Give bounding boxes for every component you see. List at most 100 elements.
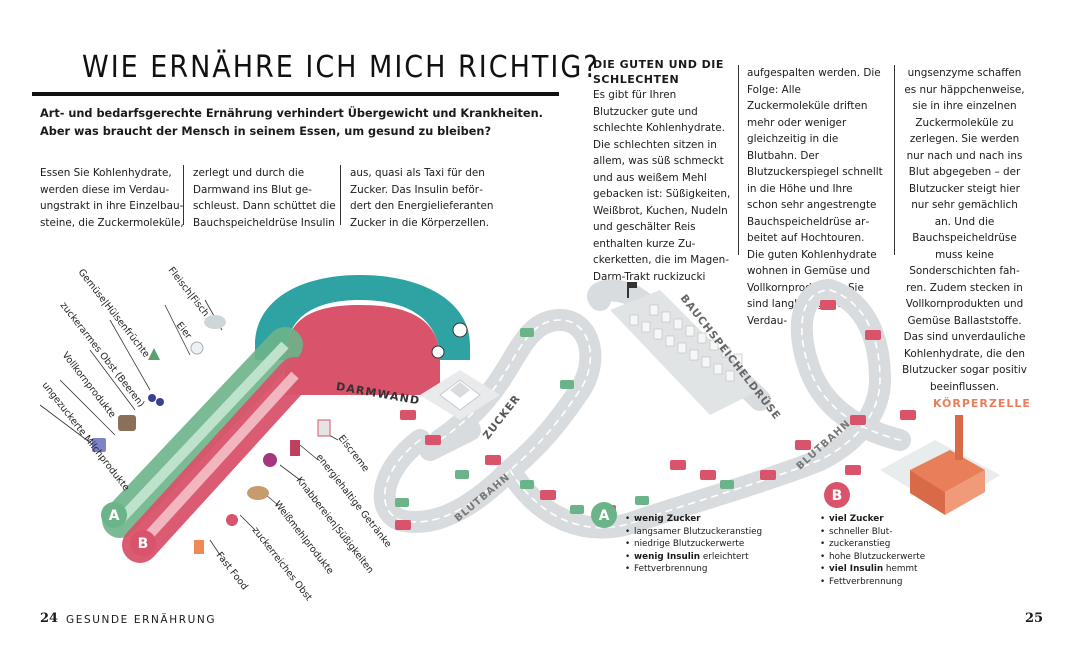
track-b <box>122 357 313 563</box>
car-icon <box>540 490 556 500</box>
car-icon <box>670 460 686 470</box>
body-column-3: aus, quasi als Taxi für den Zucker. Das … <box>350 167 494 229</box>
car-icon <box>700 470 716 480</box>
legend-item-text: zuckeranstieg <box>829 539 891 550</box>
legend-item-bold: wenig Insulin <box>634 551 701 562</box>
sidebar-heading: DIE GUTEN UND DIE SCHLECHTEN <box>593 58 733 87</box>
sidebar-column-1: DIE GUTEN UND DIE SCHLECHTEN Es gibt für… <box>593 58 733 285</box>
sidebar-heading-line: DIE GUTEN UND DIE <box>593 58 724 71</box>
car-icon <box>900 410 916 420</box>
sidebar-column-3: ungsenzyme schaffen es nur häppchenweise… <box>902 67 1027 393</box>
running-head: GESUNDE ERNÄHRUNG <box>66 614 217 626</box>
column-rule <box>894 65 895 255</box>
badge-b: B <box>130 530 156 556</box>
pancreas-building: BAUCHSPEICHELDRÜSE <box>610 282 784 422</box>
car-icon <box>820 300 836 310</box>
drink-icon <box>290 440 300 456</box>
food-label: Eiscreme <box>336 433 372 474</box>
pastry-icon <box>247 486 269 500</box>
car-icon <box>425 435 441 445</box>
page-title: WIE ERNÄHRE ICH MICH RICHTIG? <box>82 50 600 85</box>
legend-badge-b: B <box>824 482 850 508</box>
legend-item: niedrige Blutzuckerwerte <box>625 538 795 551</box>
legend-b: viel Zuckerschneller Blut-zuckeranstiegh… <box>820 513 980 589</box>
svg-text:A: A <box>109 508 120 524</box>
legend-item-text: Fettverbrennung <box>829 576 903 587</box>
legend-item: wenig Zucker <box>625 513 795 526</box>
clock-icon <box>452 322 468 338</box>
vegetable-icon <box>148 348 160 360</box>
legend-item-bold: viel Insulin <box>829 564 884 575</box>
column-rule <box>183 165 184 225</box>
car-icon <box>720 480 734 489</box>
food-label: ungezuckerte Milchprodukte <box>40 380 132 493</box>
candy-icon <box>263 453 277 467</box>
fries-icon <box>194 540 204 554</box>
milk-icon <box>92 438 106 452</box>
legend-item: viel Zucker <box>820 513 980 526</box>
title-rule <box>32 92 559 96</box>
koerperzelle-label: KÖRPERZELLE <box>933 396 1031 410</box>
car-icon <box>845 465 861 475</box>
legend-item: langsamer Blutzuckeranstieg <box>625 526 795 539</box>
legend-item-text: niedrige Blutzuckerwerte <box>634 539 745 550</box>
legend-item: zuckeranstieg <box>820 538 980 551</box>
ice-cream-icon <box>317 419 331 437</box>
legend-item-bold: wenig Zucker <box>634 514 701 524</box>
legend-item: hohe Blutzuckerwerte <box>820 551 980 564</box>
column-rule <box>340 165 341 225</box>
legend-item: viel Insulin hemmt <box>820 563 980 576</box>
car-icon <box>795 440 811 450</box>
track-a <box>102 327 303 538</box>
page-number-left: 24 <box>40 611 59 626</box>
car-icon <box>520 328 534 337</box>
car-icon <box>560 380 574 389</box>
food-label: Knabbereien|Süßigkeiten <box>294 475 376 576</box>
car-icon <box>395 520 411 530</box>
sidebar-column-2: aufgespalten werden. Die Folge: Alle Zuc… <box>747 67 883 327</box>
legend-item-text: schneller Blut- <box>829 526 893 537</box>
clock-icon <box>431 345 445 359</box>
legend-a: wenig Zucker langsamer Blutzuckeranstieg n… <box>625 513 795 576</box>
badge-a: A <box>101 502 127 528</box>
car-icon <box>635 496 649 505</box>
car-icon <box>400 410 416 420</box>
apple-icon <box>226 514 238 526</box>
body-column-2: zerlegt und durch die Darmwand ins Blut … <box>193 167 336 229</box>
car-icon <box>850 415 866 425</box>
car-icon <box>395 498 409 507</box>
food-label: Eier <box>174 320 194 341</box>
food-label: Gemüse|Hülsenfrüchte <box>76 267 152 360</box>
svg-text:B: B <box>138 536 149 552</box>
legend-item: wenig Insulin erleichtert <box>625 551 795 564</box>
legend-item-text: langsamer Blutzuckeranstieg <box>634 526 763 537</box>
fish-icon <box>204 315 226 329</box>
food-label: Fleisch|Fisch <box>166 265 211 319</box>
bread-icon <box>118 415 136 431</box>
car-icon <box>485 455 501 465</box>
legend-item-text: hohe Blutzuckerwerte <box>829 551 926 562</box>
legend-item: schneller Blut- <box>820 526 980 539</box>
sidebar-heading-line: SCHLECHTEN <box>593 72 680 86</box>
car-icon <box>455 470 469 479</box>
food-icons <box>92 315 331 554</box>
car-icon <box>760 470 776 480</box>
egg-icon <box>190 341 204 355</box>
car-icon <box>865 330 881 340</box>
legend-item-text: erleichtert <box>700 551 749 562</box>
legend-item: Fettverbrennung <box>625 563 795 576</box>
legend-item-text: hemmt <box>883 564 918 575</box>
car-icon <box>520 480 534 489</box>
berry-icon <box>148 394 156 402</box>
svg-text:B: B <box>832 488 843 504</box>
body-cell-factory: KÖRPERZELLE <box>880 396 1031 515</box>
berry-icon <box>156 398 164 406</box>
legend-item-text: Fettverbrennung <box>634 564 708 575</box>
flag-icon <box>629 282 637 288</box>
legend-badge-a: A <box>591 502 617 528</box>
food-label: Fast Food <box>214 550 250 592</box>
svg-text:A: A <box>599 508 610 524</box>
legend-item: Fettverbrennung <box>820 576 980 589</box>
body-column-1: Essen Sie Kohlenhydrate, werden diese im… <box>40 167 184 229</box>
